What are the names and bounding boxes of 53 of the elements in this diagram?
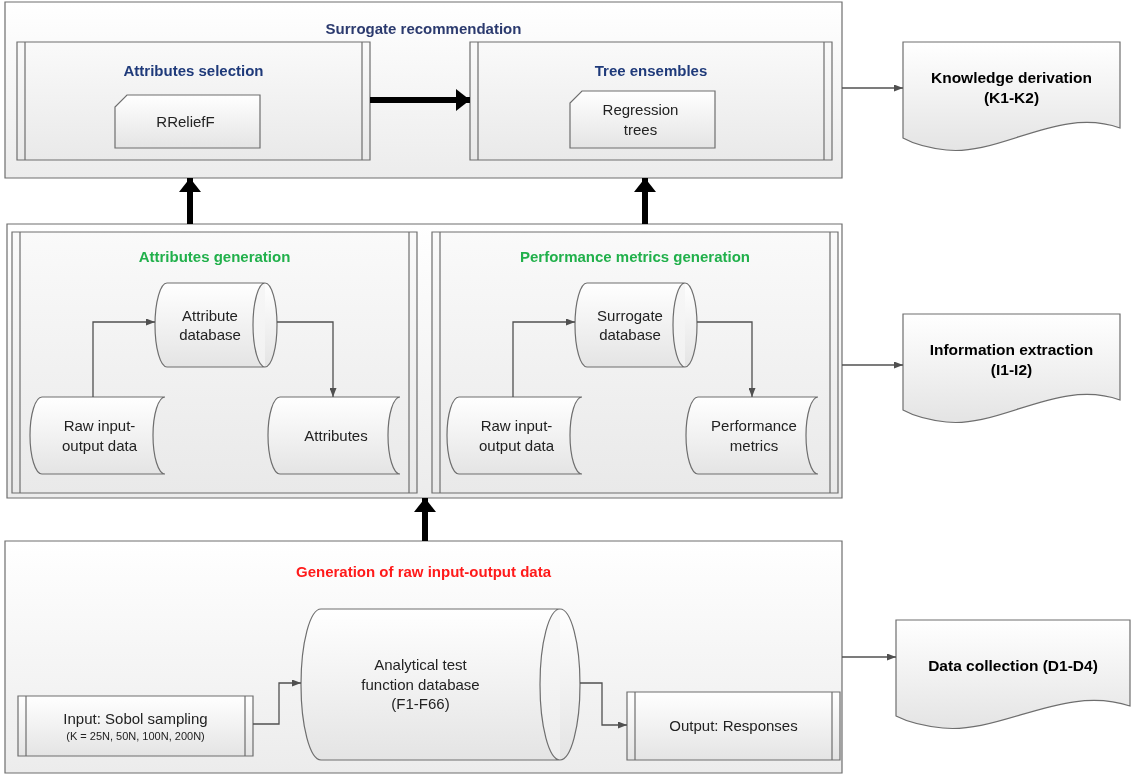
process-box bbox=[627, 692, 840, 760]
section-heading: Attributes selection bbox=[123, 62, 264, 79]
group-panel bbox=[5, 2, 842, 178]
arrow bbox=[841, 84, 904, 92]
parameter-note: (K = 25N, 50N, 100N, 200N) bbox=[66, 728, 205, 743]
process-box bbox=[18, 696, 253, 756]
stored-data-box bbox=[268, 397, 400, 474]
thick-arrow bbox=[414, 498, 436, 541]
stored-data-box bbox=[447, 397, 582, 474]
node-label: Raw input-output data bbox=[60, 416, 139, 455]
section-heading: Tree ensembles bbox=[594, 62, 708, 79]
node-label: Output: Responses bbox=[669, 716, 798, 736]
node-label: Information extraction (I1-I2) bbox=[928, 339, 1095, 380]
arrow bbox=[841, 653, 897, 661]
stored-data-box bbox=[30, 397, 165, 474]
arrow bbox=[579, 682, 628, 729]
arrow bbox=[512, 318, 576, 398]
document-box bbox=[896, 620, 1130, 730]
node-label: Attribute database bbox=[178, 305, 242, 345]
node-label: Surrogate database bbox=[596, 305, 664, 345]
document-box bbox=[903, 314, 1120, 424]
arrow bbox=[696, 321, 756, 398]
document-box bbox=[903, 42, 1120, 152]
section-heading: Performance metrics generation bbox=[519, 248, 751, 265]
box-shape bbox=[7, 224, 842, 498]
process-box bbox=[432, 232, 838, 493]
group-panel bbox=[5, 541, 842, 773]
section-heading: Attributes generation bbox=[138, 248, 291, 265]
node-label: Regression trees bbox=[601, 100, 680, 139]
database-cylinder bbox=[301, 609, 580, 760]
node-label: Input: Sobol sampling bbox=[63, 709, 208, 729]
node-label: Analytical test function database (F1-F66) bbox=[360, 655, 481, 714]
node-label: RReliefF bbox=[156, 111, 215, 132]
node-label: Data collection (D1-D4) bbox=[928, 655, 1098, 676]
node-label: Performance metrics bbox=[710, 416, 798, 455]
node-label: Knowledge derivation (K1-K2) bbox=[929, 67, 1094, 108]
card-box bbox=[570, 91, 715, 148]
thick-arrow bbox=[634, 178, 656, 224]
node-label: Attributes bbox=[304, 425, 368, 446]
process-box bbox=[470, 42, 832, 160]
arrow bbox=[252, 679, 302, 725]
section-heading: Surrogate recommendation bbox=[325, 20, 522, 37]
arrow bbox=[92, 318, 156, 398]
process-box bbox=[12, 232, 417, 493]
thick-arrow bbox=[179, 178, 201, 224]
card-box bbox=[115, 95, 260, 148]
stored-data-box bbox=[686, 397, 818, 474]
section-heading: Generation of raw input-output data bbox=[296, 563, 551, 580]
arrow bbox=[841, 361, 904, 369]
thick-arrow bbox=[370, 89, 470, 111]
arrow bbox=[276, 321, 337, 398]
node-label: Raw input-output data bbox=[477, 416, 556, 455]
process-box bbox=[17, 42, 370, 160]
